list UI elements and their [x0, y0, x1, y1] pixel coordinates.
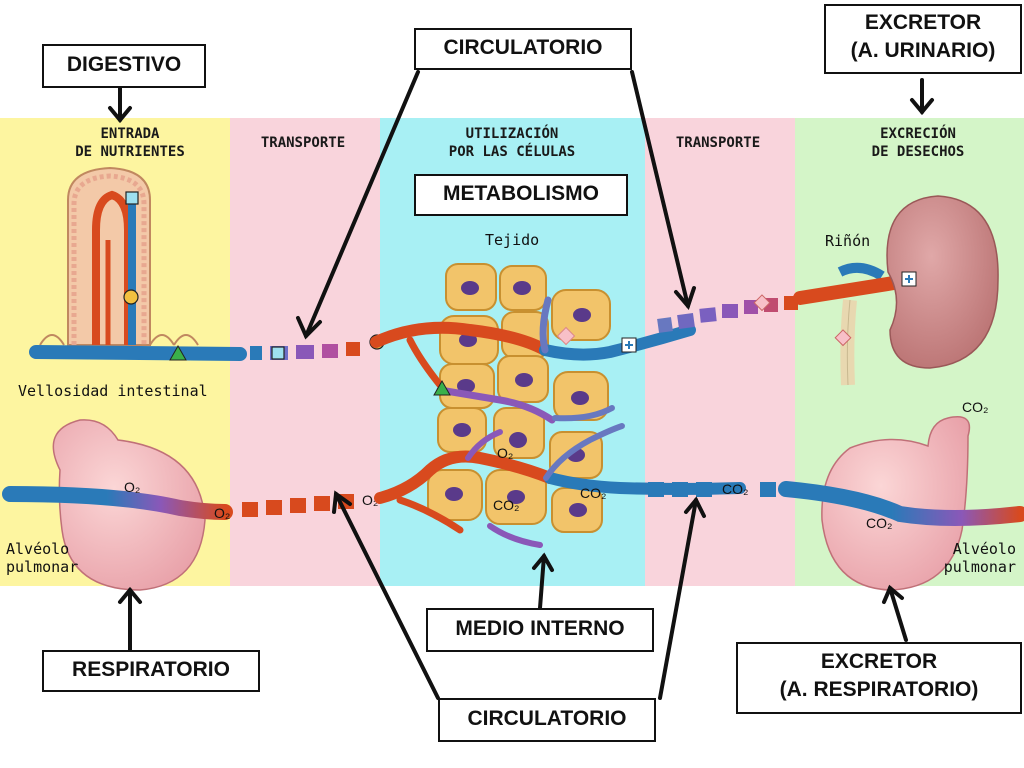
- label-box-medio-interno: MEDIO INTERNO: [426, 608, 654, 652]
- triangle-marker-tissue: [433, 379, 451, 396]
- label-co2-tissue-2: CO₂: [580, 485, 606, 501]
- vessel-lower-transport-left: [242, 494, 354, 517]
- diamond-marker-transport: [753, 294, 771, 312]
- label-vellosidad: Vellosidad intestinal: [18, 382, 208, 400]
- arrow-circulatorio-bottom-left: [334, 492, 440, 700]
- label-co2-alveolus-right: CO₂: [866, 515, 892, 531]
- vessel-upper-transport-left: [250, 342, 360, 360]
- label-box-circulatorio-bottom: CIRCULATORIO: [438, 698, 656, 742]
- capillaries-upper: [370, 296, 696, 424]
- plus-marker-tissue: [621, 337, 637, 353]
- arrow-circulatorio-top-left: [304, 70, 420, 338]
- label-box-metabolismo: METABOLISMO: [414, 174, 628, 216]
- label-tejido: Tejido: [485, 231, 539, 249]
- label-box-respiratorio: RESPIRATORIO: [42, 650, 260, 692]
- label-box-circulatorio-top: CIRCULATORIO: [414, 28, 632, 70]
- triangle-marker: [169, 344, 187, 361]
- label-o2-tissue: O₂: [497, 445, 513, 461]
- label-rinon: Riñón: [825, 232, 870, 250]
- arrow-excretor-respiratorio: [888, 586, 908, 642]
- zone-heading-transporte-right: TRANSPORTE: [676, 135, 760, 151]
- label-co2-tissue-1: CO₂: [493, 497, 519, 513]
- kidney: [793, 195, 999, 386]
- label-o2-transport-left: O₂: [362, 492, 378, 508]
- label-o2-vessel-left: O₂: [214, 505, 230, 521]
- diamond-marker-tissue: [556, 326, 576, 346]
- zone-heading-transporte-left: TRANSPORTE: [261, 135, 345, 151]
- label-co2-transport-right: CO₂: [722, 481, 748, 497]
- pointer-arrows: [108, 70, 934, 700]
- vessel-lower-left: [2, 486, 233, 520]
- label-o2-alveolus-left: O₂: [124, 479, 140, 495]
- vessel-lower-right: [778, 481, 1024, 526]
- vessel-upper-left: [29, 345, 247, 361]
- zone-transporte-right: [645, 118, 795, 586]
- arrow-medio-interno: [538, 554, 546, 610]
- label-box-excretor-urinario: EXCRETOR(A. URINARIO): [824, 4, 1022, 74]
- label-box-digestivo: DIGESTIVO: [42, 44, 206, 88]
- label-box-excretor-respiratorio: EXCRETOR(A. RESPIRATORIO): [736, 642, 1022, 714]
- label-co2-exhaled: CO₂: [962, 399, 988, 415]
- intestinal-villus: [39, 166, 199, 346]
- arrow-circulatorio-bottom-right: [658, 498, 698, 700]
- cell-nuclei: [445, 281, 591, 517]
- arrow-circulatorio-top-right: [630, 70, 690, 308]
- vessel-lower-transport-right: [648, 482, 776, 497]
